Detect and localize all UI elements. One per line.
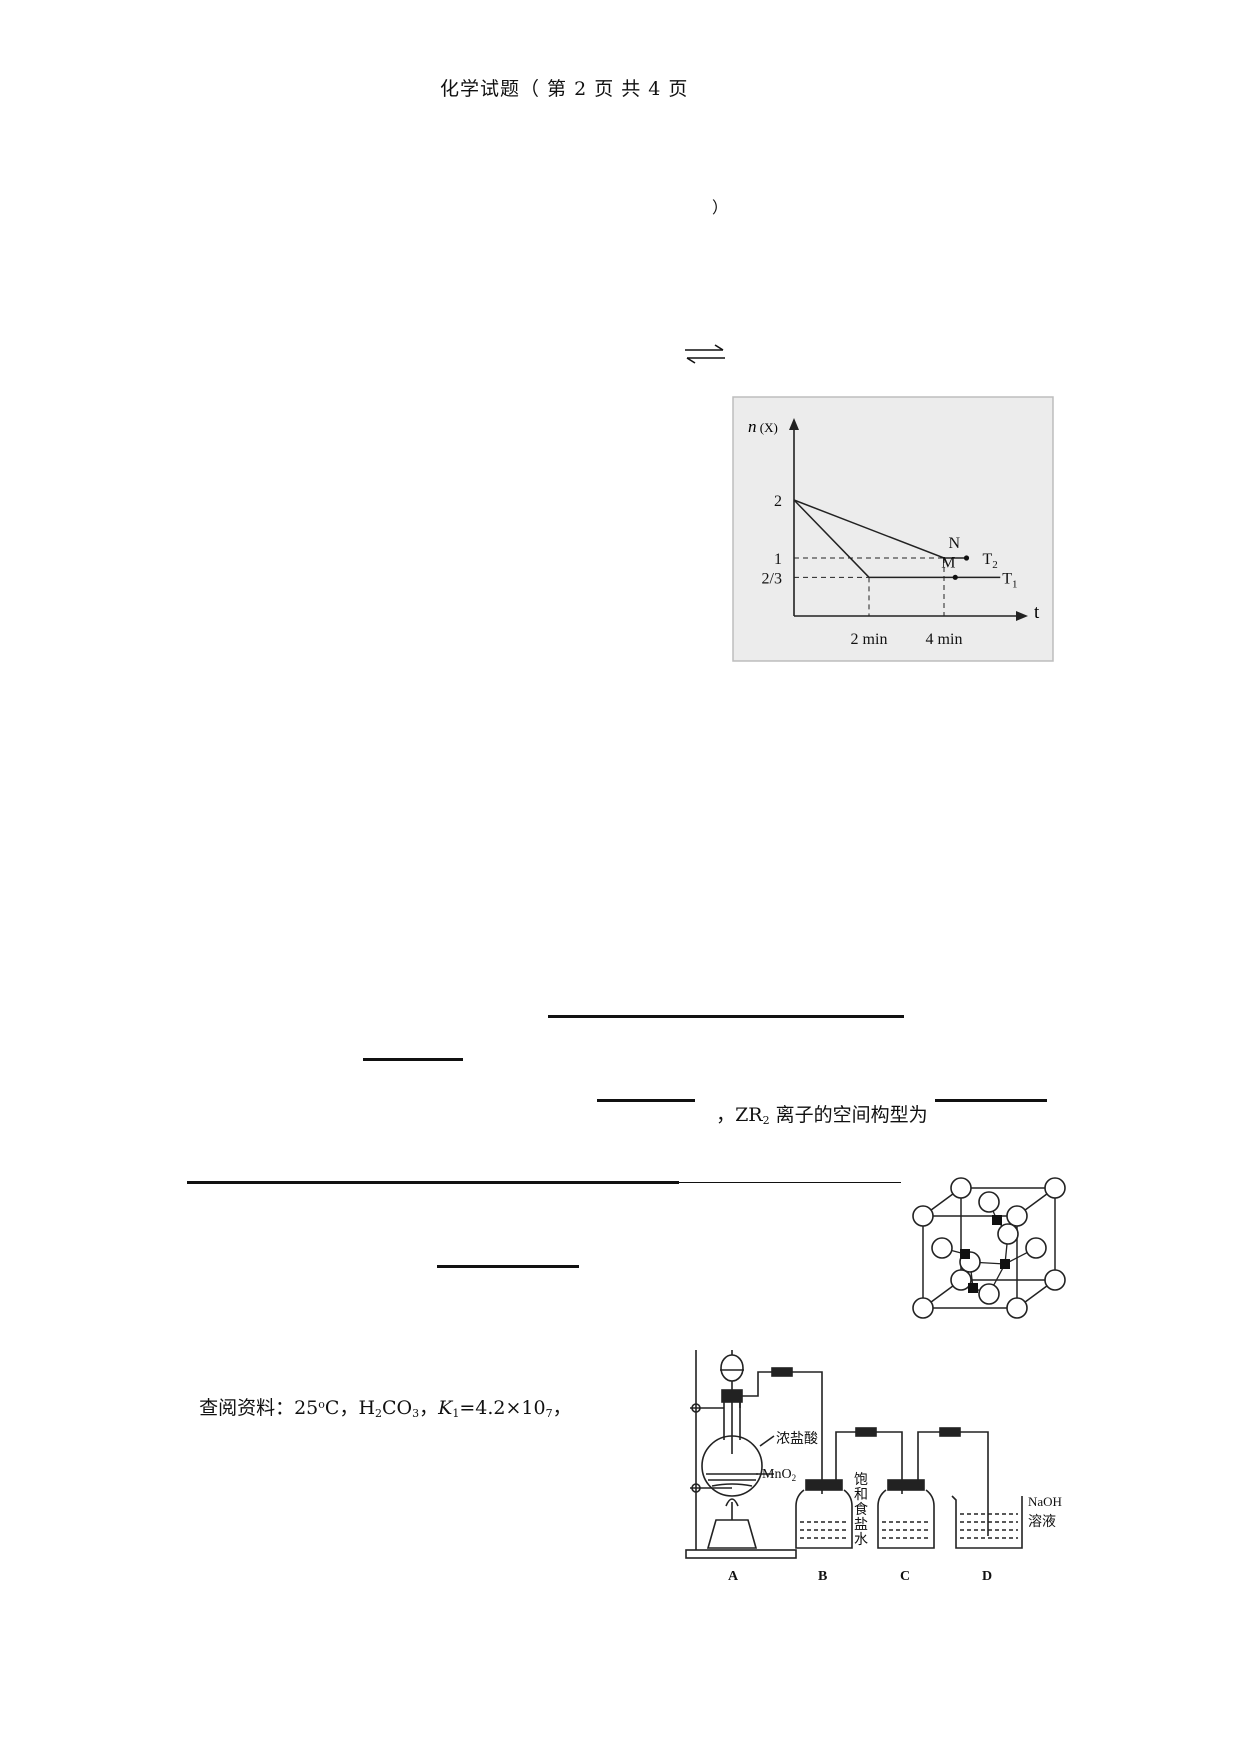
- atom-open: [912, 1205, 934, 1227]
- label-naoh: NaOH: [1028, 1494, 1062, 1509]
- atom-open: [978, 1191, 1000, 1213]
- atom-open: [997, 1223, 1019, 1245]
- tube-clamp-1: [771, 1367, 793, 1377]
- atom-filled: [968, 1283, 978, 1293]
- atom-open: [950, 1269, 972, 1291]
- label-beaker-d: D: [982, 1569, 992, 1584]
- crystal-structure-diagram: [912, 1177, 1066, 1319]
- round-flask-a: [701, 1402, 763, 1497]
- tube-clamp-2: [855, 1427, 877, 1437]
- x-axis-label: t: [1034, 602, 1040, 623]
- x-tick-label: 2 min: [851, 631, 888, 648]
- tube-clamp-3: [939, 1427, 961, 1437]
- series-line-t2: [793, 499, 967, 559]
- point-label-m: M: [941, 554, 955, 571]
- beaker-d: [951, 1495, 1023, 1549]
- ref-end: ，: [552, 1397, 572, 1419]
- atom-open: [950, 1177, 972, 1199]
- answer-blank-6[interactable]: [437, 1265, 579, 1268]
- ref-exp: 7: [545, 1407, 553, 1420]
- answer-blank-5a[interactable]: [187, 1181, 679, 1184]
- answer-blank-4[interactable]: [935, 1099, 1047, 1102]
- answer-blank-3[interactable]: [597, 1099, 695, 1102]
- ref-degree: o: [318, 1398, 325, 1411]
- x-tick-label: 4 min: [926, 631, 963, 648]
- atom-open: [1044, 1177, 1066, 1199]
- y-tick-label: 2/3: [762, 570, 782, 587]
- ref-value: =4.2×10: [459, 1397, 546, 1419]
- tube-a-to-b: [739, 1371, 823, 1494]
- atom-open: [1044, 1269, 1066, 1291]
- chart-background: [732, 396, 1054, 662]
- ref-sep: ，: [419, 1397, 439, 1419]
- y-tick-label: 2: [774, 493, 782, 510]
- iron-stand: [685, 1350, 797, 1559]
- answer-blank-2[interactable]: [363, 1058, 463, 1061]
- zr2-question-text: ，ZR2 离子的空间构型为: [704, 1078, 928, 1127]
- chlorine-apparatus-diagram: 浓盐酸 MnO2 饱和食盐水 NaOH 溶液 A B C D: [685, 1350, 1062, 1584]
- atom-open: [912, 1297, 934, 1319]
- label-bottle-b: B: [818, 1569, 827, 1584]
- series-label-t1: T1: [1002, 570, 1017, 590]
- gas-bottle-c: [877, 1436, 935, 1549]
- ref-prefix: 查阅资料：25: [199, 1397, 319, 1419]
- atom-open: [1006, 1205, 1028, 1227]
- atom-open: [1025, 1237, 1047, 1259]
- series-label-t2: T2: [983, 551, 998, 571]
- label-solution: 溶液: [1028, 1514, 1056, 1530]
- equilibrium-arrow-icon: [685, 344, 725, 364]
- label-saturated-brine: 饱和食盐水: [854, 1472, 868, 1548]
- tube-c-to-d: [917, 1431, 989, 1536]
- x-axis-arrow: [1016, 611, 1028, 621]
- closing-paren: ）: [712, 198, 729, 217]
- ref-c: C，H: [324, 1397, 376, 1419]
- atom-open: [978, 1283, 1000, 1305]
- reference-data-text: 查阅资料：25oC，H2CO3，K1=4.2×107，: [187, 1371, 572, 1420]
- ref-k: K: [438, 1397, 453, 1419]
- answer-blank-5b[interactable]: [679, 1182, 901, 1183]
- atom-open: [1006, 1297, 1028, 1319]
- alcohol-lamp: [706, 1498, 758, 1549]
- y-axis-label: n (X): [748, 417, 778, 436]
- page-header: 化学试题（ 第 2 页 共 4 页: [440, 78, 689, 100]
- atom-open: [931, 1237, 953, 1259]
- gas-bottle-b: [795, 1436, 853, 1549]
- point-label-n: N: [949, 535, 961, 552]
- label-mno2: MnO2: [762, 1467, 796, 1483]
- label-conc-hcl: 浓盐酸: [776, 1431, 818, 1447]
- ref-co: CO: [382, 1397, 413, 1419]
- ref-h-sub: 2: [375, 1407, 383, 1420]
- zr2-text: ，ZR: [716, 1104, 763, 1126]
- separatory-funnel: [720, 1350, 744, 1454]
- zr2-rest: 离子的空间构型为: [769, 1104, 928, 1126]
- answer-blank-1[interactable]: [548, 1015, 904, 1018]
- y-tick-label: 1: [774, 551, 782, 568]
- ref-co-sub: 3: [412, 1407, 420, 1420]
- label-bottle-c: C: [900, 1569, 910, 1584]
- series-point-n: [963, 555, 970, 561]
- atom-filled: [992, 1215, 1002, 1225]
- ref-k-sub: 1: [452, 1407, 460, 1420]
- atom-filled: [1000, 1259, 1010, 1269]
- label-flask-a: A: [728, 1569, 739, 1584]
- atom-filled: [960, 1249, 970, 1259]
- series-point-m: [952, 574, 958, 580]
- y-axis-arrow: [789, 418, 799, 430]
- n-vs-t-chart: 2 1 2/3 2 min 4 min N T2 M T1 n (X) t: [732, 396, 1054, 662]
- zr2-subscript: 2: [762, 1114, 770, 1127]
